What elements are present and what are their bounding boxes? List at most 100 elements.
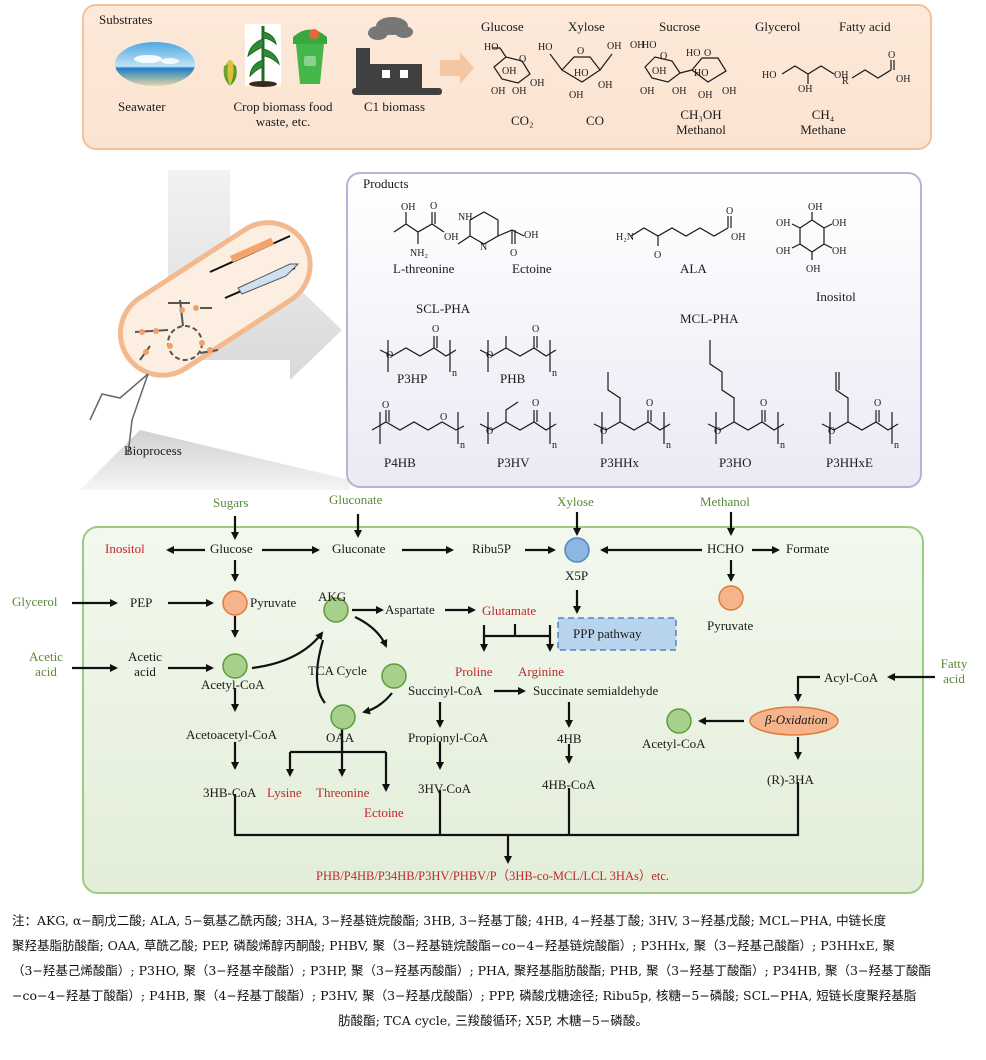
caption-line-3: （3−羟基己烯酸酯）; P3HO, 聚（3−羟基辛酸酯）; P3HP, 聚（3−… [12, 963, 931, 978]
pyruvate-node-2 [718, 585, 744, 611]
svg-text:n: n [552, 440, 557, 451]
pathway-arrows [72, 512, 935, 864]
c1-methane-formula: CH₄ [811, 107, 835, 122]
substrates-title: Substrates [99, 12, 153, 27]
final-products: PHB/P4HB/P34HB/P3HV/PHBV/P（3HB-co-MCL/LC… [316, 869, 670, 883]
svg-text:OH: OH [672, 86, 686, 97]
node-threonine: Threonine [316, 785, 370, 800]
svg-text:HO: HO [484, 42, 498, 53]
node-x5p: X5P [565, 568, 589, 583]
figure-caption: 注：AKG, α−酮戊二酸; ALA, 5−氨基乙酰丙酸; 3HA, 3−羟基链… [12, 908, 974, 1033]
source-label-c1: C1 biomass [364, 99, 426, 114]
svg-text:O: O [577, 46, 584, 57]
node-3hv-coa: 3HV-CoA [418, 781, 471, 796]
svg-text:O: O [440, 412, 447, 423]
node-glucose: Glucose [210, 541, 253, 556]
ppp-pathway-box [557, 617, 677, 651]
svg-text:O: O [600, 426, 607, 437]
svg-text:OH: OH [502, 66, 516, 77]
node-hcho: HCHO [707, 541, 744, 556]
svg-text:O: O [726, 206, 733, 217]
product-label-ala: ALA [680, 261, 707, 276]
node-r-3ha: (R)-3HA [767, 772, 814, 787]
caption-line-1: 注：AKG, α−酮戊二酸; ALA, 5−氨基乙酰丙酸; 3HA, 3−羟基链… [12, 913, 887, 928]
product-label-inositol: Inositol [816, 289, 856, 304]
crop-plant-icon [245, 24, 281, 87]
network-dots [139, 305, 213, 355]
svg-text:OH: OH [776, 218, 790, 229]
acetyl-coa-node [222, 653, 248, 679]
node-4hb: 4HB [557, 731, 582, 746]
node-acyl-coa: Acyl-CoA [824, 670, 879, 685]
node-succinyl-coa: Succinyl-CoA [408, 683, 483, 698]
c1-methane: CH₄ Methane [786, 107, 860, 138]
p3ho-structure [707, 340, 785, 444]
node-succinate-semialdehyde: Succinate semialdehyde [533, 683, 659, 698]
product-label-p3ho: P3HO [719, 455, 752, 470]
node-propionyl-coa: Propionyl-CoA [408, 730, 489, 745]
substrates-panel [82, 4, 932, 150]
svg-text:HO: HO [642, 40, 656, 51]
svg-text:OH: OH [401, 202, 415, 213]
node-4hb-coa: 4HB-CoA [542, 777, 596, 792]
input-fatty-line1: Fatty [940, 656, 968, 671]
svg-text:R: R [842, 76, 849, 87]
node-acetoacetyl-coa: Acetoacetyl-CoA [186, 727, 277, 742]
svg-text:OH: OH [491, 86, 505, 97]
product-label-ectoine: Ectoine [512, 261, 552, 276]
node-beta-oxidation: β-Oxidation [765, 712, 828, 728]
svg-text:O: O [386, 350, 393, 361]
svg-text:OH: OH [630, 40, 644, 51]
product-label-p3hp: P3HP [397, 371, 428, 386]
input-glycerol: Glycerol [12, 594, 58, 609]
node-oaa: OAA [326, 730, 355, 745]
c1-methanol: CH₃OH Methanol [664, 107, 738, 138]
svg-text:OH: OH [834, 70, 848, 81]
corn-icon [223, 60, 237, 86]
svg-text:H₂N: H₂N [616, 232, 634, 243]
ectoine-structure [457, 211, 525, 245]
svg-text:OH: OH [896, 74, 910, 85]
svg-text:OH: OH [722, 86, 736, 97]
node-acetyl-coa-2: Acetyl-CoA [642, 736, 706, 751]
x5p-node [564, 537, 590, 563]
node-tca-cycle: TCA Cycle [308, 663, 367, 678]
gene-cassette-icon [209, 235, 300, 299]
food-waste-bin-icon [293, 29, 327, 84]
phb-structure [479, 336, 557, 372]
bioprocess-label: Bioprocess [124, 443, 182, 458]
molecule-label-fatty-acid: Fatty acid [839, 19, 891, 34]
tca-node [381, 663, 407, 689]
substrate-arrow [440, 52, 474, 84]
svg-text:n: n [460, 440, 465, 451]
node-ectoine: Ectoine [364, 805, 404, 820]
node-proline: Proline [455, 664, 493, 679]
svg-text:O: O [510, 248, 517, 259]
input-xylose: Xylose [557, 494, 594, 509]
svg-text:OH: OH [640, 86, 654, 97]
input-fatty-line2: acid [943, 670, 965, 686]
svg-text:OH: OH [569, 90, 583, 101]
svg-text:n: n [780, 440, 785, 451]
oaa-node [330, 704, 356, 730]
source-label-seawater: Seawater [118, 99, 166, 114]
svg-text:OH: OH [776, 246, 790, 257]
node-ppp-pathway: PPP pathway [573, 626, 642, 641]
acetyl-coa-node-2 [666, 708, 692, 734]
inositol-structure [791, 212, 833, 260]
svg-text:OH: OH [524, 230, 538, 241]
svg-text:OH: OH [731, 232, 745, 243]
product-label-p3hhx: P3HHx [600, 455, 640, 470]
caption-line-2: 聚羟基脂肪酸酯; OAA, 草酰乙酸; PEP, 磷酸烯醇丙酮酸; PHBV, … [12, 938, 896, 953]
xylose-structure [549, 53, 613, 83]
svg-text:HO: HO [762, 70, 776, 81]
p3hv-structure [479, 401, 557, 444]
svg-text:NH₂: NH₂ [410, 248, 428, 259]
svg-text:O: O [432, 324, 439, 335]
node-formate: Formate [786, 541, 830, 556]
node-ribu5p: Ribu5P [472, 541, 512, 556]
input-sugars: Sugars [213, 495, 249, 510]
pili-icon [89, 373, 149, 456]
bioprocess-fan [80, 430, 350, 490]
